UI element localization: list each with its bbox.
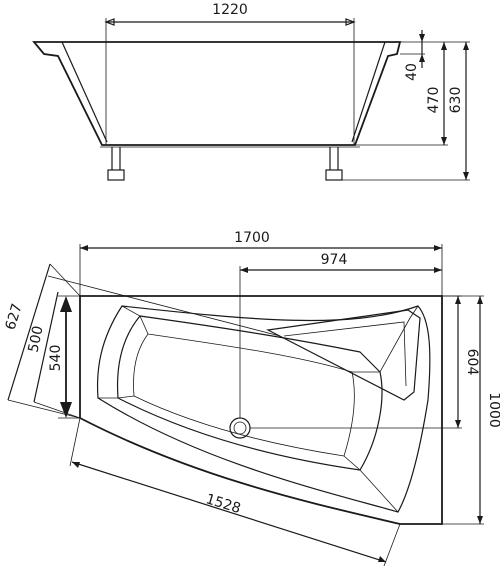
drain-icon	[229, 417, 251, 439]
dim-side-depth-label: 470	[426, 87, 442, 114]
dim-top-left-diag-label: 627	[3, 302, 26, 332]
top-view-basin-chamfers	[98, 305, 419, 513]
dim-top-front-length: 1528	[69, 417, 401, 567]
dim-top-left-short: 540	[48, 295, 80, 419]
dim-top-right-height: 1000	[442, 295, 500, 525]
dim-top-overall-width-label: 1700	[234, 230, 270, 246]
dim-top-left-short-label: 540	[48, 345, 64, 372]
side-view: 1220 40 470 630	[32, 2, 470, 181]
dim-top-right-height-label: 1000	[486, 392, 500, 428]
top-view-basin-floor	[133, 333, 355, 457]
dim-side-height-label: 630	[448, 87, 464, 114]
top-view-headrest	[266, 309, 421, 401]
dim-top-left-inner-label: 500	[25, 324, 46, 353]
dim-side-width: 1220	[104, 2, 356, 145]
dim-side-width-label: 1220	[212, 2, 248, 18]
side-view-tub-outline	[32, 41, 402, 146]
dim-top-drain-offset: 974	[239, 252, 442, 418]
side-view-feet	[100, 146, 360, 181]
dim-top-left-diag: 627	[3, 263, 81, 419]
top-view-diagonal-reference	[47, 275, 281, 337]
top-view: 1700 974 604 1000	[3, 230, 500, 567]
dim-top-drain-offset-label: 974	[321, 252, 348, 268]
dim-side-rim-label: 40	[404, 63, 420, 81]
dim-side-verticals: 40 470 630	[342, 30, 470, 181]
top-view-basin	[116, 315, 383, 471]
dim-top-left-inner: 500	[25, 291, 81, 419]
dim-top-right-inner: 604	[442, 295, 480, 428]
top-view-outer-outline	[79, 295, 443, 525]
dim-top-overall-width: 1700	[79, 230, 443, 296]
top-view-rim	[96, 305, 431, 513]
dim-top-front-length-label: 1528	[204, 491, 243, 517]
dim-top-right-inner-label: 604	[464, 349, 480, 376]
side-view-inner-wall	[61, 41, 386, 143]
